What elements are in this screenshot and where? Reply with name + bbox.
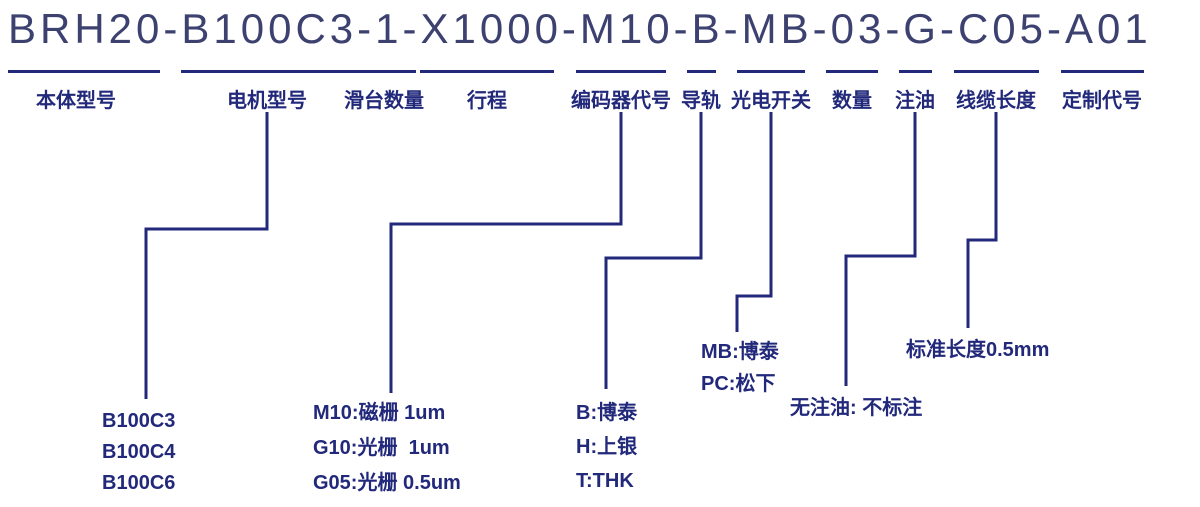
field-label-oil: 注油	[895, 90, 935, 112]
underline-switch	[737, 70, 805, 73]
underline-slide-count	[352, 70, 416, 73]
rail-option-list: B:博泰 H:上银 T:THK	[576, 396, 637, 498]
rail-option: B:博泰	[576, 402, 638, 424]
field-label-motor-model: 电机型号	[227, 90, 307, 112]
field-label-cable-length: 线缆长度	[956, 90, 1036, 112]
connector-rail	[604, 112, 703, 389]
field-label-rail: 导轨	[681, 90, 721, 112]
field-label-slide-count: 滑台数量	[344, 90, 424, 112]
field-label-quantity: 数量	[832, 90, 872, 112]
field-label-stroke: 行程	[467, 90, 507, 112]
connector-oil	[844, 112, 917, 386]
field-label-body-model: 本体型号	[36, 90, 116, 112]
underline-rail	[687, 70, 716, 73]
underline-stroke	[420, 70, 554, 73]
motor-option: B100C3	[102, 410, 176, 432]
encoder-option-list: M10:磁栅 1um G10:光栅 1um G05:光栅 0.5um	[313, 396, 461, 501]
connector-switch	[735, 112, 773, 332]
connector-cable-length	[966, 112, 998, 328]
motor-option: B100C4	[102, 441, 176, 463]
model-code: BRH20-B100C3-1-X1000-M10-B-MB-03-G-C05-A…	[8, 5, 1152, 52]
underline-motor-model	[181, 70, 353, 73]
field-label-encoder: 编码器代号	[571, 90, 671, 112]
underline-oil	[899, 70, 932, 73]
underline-encoder	[576, 70, 666, 73]
underline-quantity	[826, 70, 878, 73]
encoder-option: G05:光栅 0.5um	[313, 472, 461, 494]
switch-option-list: MB:博泰 PC:松下	[701, 336, 779, 400]
field-label-custom-code: 定制代号	[1062, 90, 1142, 112]
underline-cable-length	[954, 70, 1039, 73]
motor-option: B100C6	[102, 472, 176, 494]
switch-option: MB:博泰	[701, 341, 779, 363]
rail-option: H:上银	[576, 436, 638, 458]
oil-option: 无注油: 不标注	[790, 397, 923, 419]
switch-option: PC:松下	[701, 373, 776, 395]
encoder-option: G10:光栅 1um	[313, 437, 450, 459]
underline-body-model	[8, 70, 160, 73]
encoder-option: M10:磁栅 1um	[313, 402, 446, 424]
oil-option-list: 无注油: 不标注	[790, 392, 922, 425]
connector-motor-model	[144, 112, 269, 399]
cable-option-list: 标准长度0.5mm	[906, 334, 1049, 367]
underline-custom-code	[1061, 70, 1144, 73]
cable-option: 标准长度0.5mm	[906, 339, 1050, 361]
connector-encoder	[389, 112, 623, 393]
rail-option: T:THK	[576, 470, 634, 492]
motor-option-list: B100C3 B100C4 B100C6	[102, 406, 175, 499]
field-label-switch: 光电开关	[731, 90, 811, 112]
